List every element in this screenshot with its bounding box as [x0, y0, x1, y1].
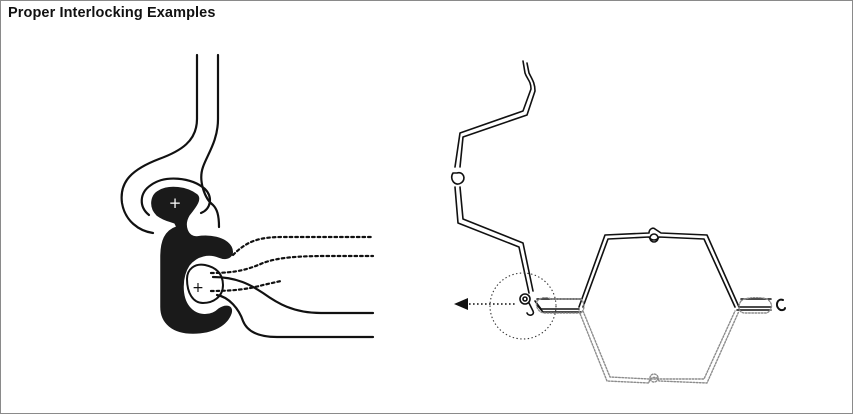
- right-pile-assembly: [450, 60, 786, 316]
- wall-knot-left: [450, 171, 465, 185]
- diagonal-wall-upper: [454, 60, 532, 168]
- lower-lock-hole: [186, 263, 224, 304]
- diagonal-wall-lower-inner: [459, 186, 534, 292]
- junction-knot-outer: [519, 293, 531, 305]
- right-end-hook: [775, 298, 786, 312]
- magnifier-circle: [489, 272, 557, 340]
- interlock-solid-body: [151, 186, 233, 334]
- left-connector-ghost: [535, 296, 585, 314]
- right-sheet-dotted-hook: [209, 279, 283, 293]
- upper-plus-sign: +: [169, 194, 182, 212]
- hexagon-lower-outer-ghost: [578, 310, 740, 384]
- junction-knot-tail: [526, 302, 535, 316]
- right-sheet-solid-lower: [215, 293, 375, 339]
- hexagon-upper-outer: [578, 227, 740, 308]
- upper-pocket-outline: [140, 177, 211, 217]
- right-sheet-dotted-upper: [231, 235, 375, 257]
- junction-knot-inner: [522, 296, 528, 302]
- right-pile-ghost: [535, 296, 773, 384]
- hexagon-bottom-knot-ghost: [649, 373, 659, 383]
- right-connector-ghost: [738, 296, 773, 314]
- callout-arrow-head: [454, 298, 468, 310]
- figure-title: Proper Interlocking Examples: [8, 5, 216, 21]
- hexagon-lower-inner-ghost: [582, 310, 736, 380]
- left-interlock-detail: [120, 53, 375, 339]
- right-sheet-solid-upper: [211, 275, 375, 315]
- lower-plus-sign: +: [192, 280, 204, 296]
- connector-arm-left: [534, 300, 580, 310]
- magnifier-callout: [454, 272, 557, 340]
- hexagon-upper-inner: [582, 236, 736, 308]
- upper-sheet-outline: [120, 53, 199, 235]
- hexagon-top-knot: [649, 233, 659, 243]
- diagonal-wall-lower: [454, 186, 530, 294]
- diagonal-wall-upper-inner: [459, 62, 536, 168]
- connector-arm-left-inner: [536, 304, 582, 313]
- right-sheet-dotted-lower: [209, 254, 375, 275]
